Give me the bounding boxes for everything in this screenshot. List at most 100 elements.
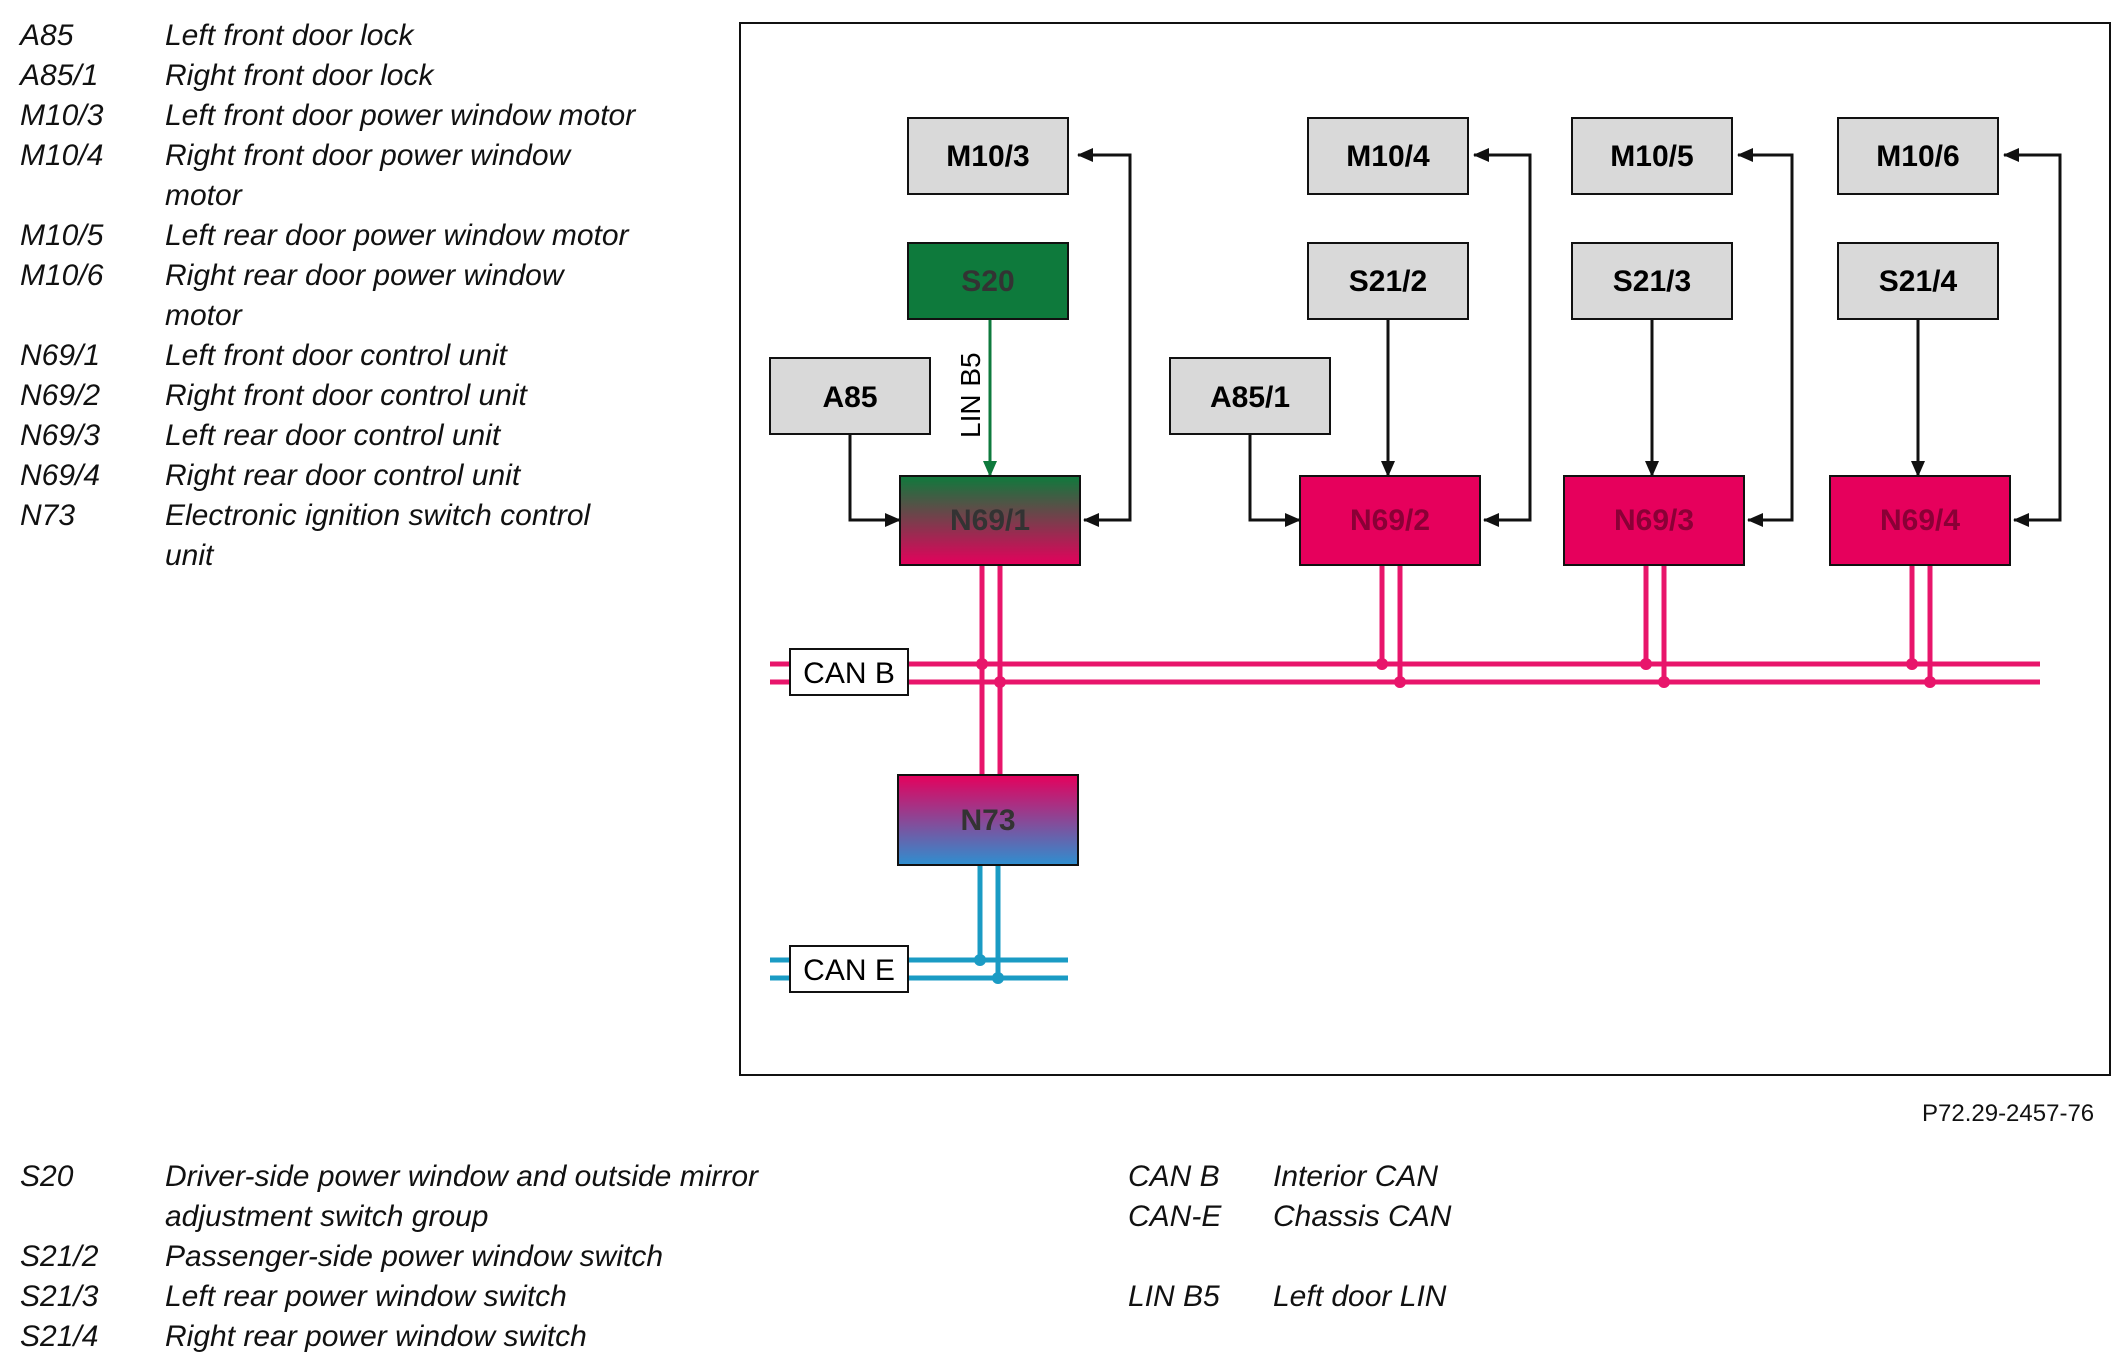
legend-code: LIN B5	[1128, 1280, 1220, 1313]
m10-4-label: M10/4	[1346, 140, 1430, 173]
legend-code: A85/1	[20, 59, 99, 92]
diagram-frame	[739, 22, 2111, 1076]
legend-desc: Passenger-side power window switch	[165, 1240, 664, 1273]
legend-code: N69/1	[20, 339, 101, 372]
can-b-label: CAN B	[803, 657, 895, 690]
legend-row: S21/4 Right rear power window switch	[20, 1317, 825, 1357]
legend-code: CAN B	[1128, 1160, 1220, 1193]
can-b-junction	[1640, 658, 1652, 670]
legend-code: N69/2	[20, 379, 101, 412]
s21-4-label: S21/4	[1879, 265, 1958, 298]
a85-1-box	[1169, 357, 1331, 435]
legend-desc: Left rear door power window motor	[165, 219, 629, 252]
legend-row: N69/2 Right front door control unit	[20, 376, 645, 416]
can-b-label-box	[789, 648, 909, 696]
legend-code: N73	[20, 499, 76, 532]
legend-desc: Left rear power window switch	[165, 1280, 567, 1313]
legend-row: CAN-E Chassis CAN	[1128, 1197, 1573, 1237]
m10-3-box	[907, 117, 1069, 195]
legend-desc: Right rear door control unit	[165, 459, 521, 492]
legend-code: M10/5	[20, 219, 104, 252]
m10-6-box	[1837, 117, 1999, 195]
legend-row: S20 Driver-side power window and outside …	[20, 1157, 825, 1237]
s21-3-box	[1571, 242, 1733, 320]
can-b-junction	[994, 676, 1006, 688]
legend-desc: Left rear door control unit	[165, 419, 501, 452]
legend-code: S21/3	[20, 1280, 99, 1313]
legend-desc: Right rear door power window motor	[165, 259, 564, 332]
legend-desc: Interior CAN	[1273, 1160, 1439, 1193]
can-e-junction	[974, 954, 986, 966]
legend-code: M10/6	[20, 259, 104, 292]
m10-5-box	[1571, 117, 1733, 195]
s21-2-box	[1307, 242, 1469, 320]
a85-box	[769, 357, 931, 435]
m10-4-box	[1307, 117, 1469, 195]
legend-row: M10/6 Right rear door power window motor	[20, 256, 645, 336]
can-e-label: CAN E	[803, 954, 895, 987]
legend-code: A85	[20, 19, 74, 52]
can-b-junction	[1394, 676, 1406, 688]
legend-row: N69/3 Left rear door control unit	[20, 416, 645, 456]
s21-3-label: S21/3	[1613, 265, 1691, 298]
can-e-label-box	[789, 945, 909, 993]
n69-2-label: N69/2	[1350, 504, 1430, 537]
a85-n69-1-link	[848, 434, 901, 527]
s20-label: S20	[961, 265, 1014, 298]
n69-3-box	[1563, 475, 1745, 566]
s21-2-label: S21/2	[1349, 265, 1427, 298]
can-b-junction	[1924, 676, 1936, 688]
legend-desc: Left front door power window motor	[165, 99, 636, 132]
a85-1-n69-2-link	[1248, 434, 1301, 527]
n69-4-label: N69/4	[1880, 504, 1960, 537]
legend-desc: Chassis CAN	[1273, 1200, 1452, 1233]
legend-desc: Driver-side power window and outside mir…	[165, 1160, 759, 1233]
legend-desc: Left front door lock	[165, 19, 414, 52]
m10-4-n69-2-link	[1474, 153, 1532, 527]
s21-4-box	[1837, 242, 1999, 320]
legend-row: CAN B Interior CAN	[1128, 1157, 1573, 1197]
legend-code: S21/4	[20, 1320, 99, 1353]
figure-reference: P72.29-2457-76	[1922, 1100, 2095, 1127]
n69-1-label: N69/1	[950, 504, 1030, 537]
lin-b5-label: LIN B5	[955, 352, 986, 438]
n69-2-box	[1299, 475, 1481, 566]
a85-label: A85	[822, 381, 877, 414]
m10-6-label: M10/6	[1876, 140, 1959, 173]
legend-row: M10/5 Left rear door power window motor	[20, 216, 645, 256]
legend-code: CAN-E	[1128, 1200, 1222, 1233]
legend-bottom: S20 Driver-side power window and outside …	[20, 1157, 825, 1357]
m10-3-label: M10/3	[946, 140, 1029, 173]
n69-3-label: N69/3	[1614, 504, 1694, 537]
can-b-junction	[1376, 658, 1388, 670]
n69-1-box	[899, 475, 1081, 566]
n73-label: N73	[960, 804, 1015, 837]
s20-box	[907, 242, 1069, 320]
legend-code: N69/3	[20, 419, 101, 452]
m10-5-label: M10/5	[1610, 140, 1693, 173]
legend-desc: Right rear power window switch	[165, 1320, 587, 1353]
a85-1-label: A85/1	[1210, 381, 1290, 414]
legend-code: N69/4	[20, 459, 101, 492]
n69-4-box	[1829, 475, 2011, 566]
can-e-junction	[992, 972, 1004, 984]
legend-code: S20	[20, 1160, 74, 1193]
legend-row: A85 Left front door lock	[20, 16, 645, 56]
legend-desc: Right front door control unit	[165, 379, 527, 412]
legend-bus: CAN B Interior CAN CAN-E Chassis CAN LIN B…	[1128, 1157, 1573, 1317]
legend-row: S21/3 Left rear power window switch	[20, 1277, 825, 1317]
m10-6-n69-4-link	[2004, 153, 2062, 527]
legend-code: M10/4	[20, 139, 104, 172]
legend-row: N73 Electronic ignition switch control un…	[20, 496, 645, 576]
m10-3-n69-1-link	[1078, 153, 1132, 527]
legend-desc: Electronic ignition switch control unit	[165, 499, 591, 572]
n73-box	[897, 774, 1079, 866]
